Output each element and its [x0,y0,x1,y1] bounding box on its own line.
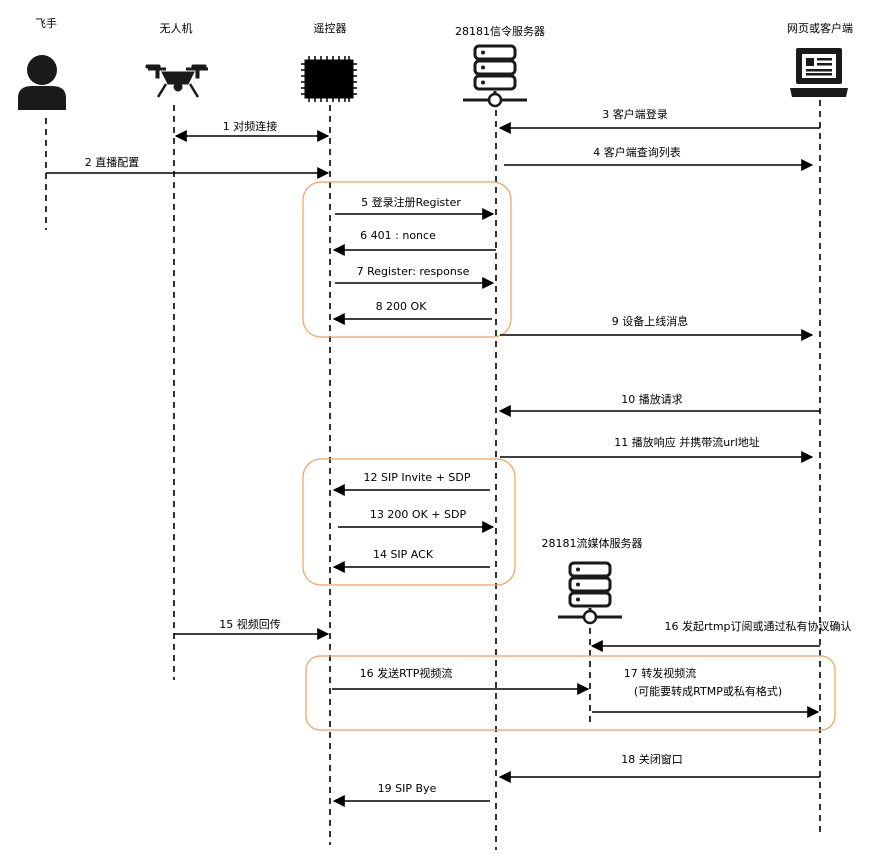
actor-label-client: 网页或客户端 [787,21,853,35]
message-label-13: 13 200 OK + SDP [370,508,467,521]
message-label-7: 7 Register: response [357,265,470,278]
message-label-17: 17 转发视频流 [624,666,697,680]
actor-label-drone: 无人机 [160,21,193,35]
message-label-17-note: (可能要转成RTMP或私有格式) [634,684,782,698]
person-icon [18,55,66,110]
message-label-12: 12 SIP Invite + SDP [363,471,470,484]
register-group [302,181,512,338]
messages [46,122,820,807]
message-label-6: 6 401 : nonce [360,229,436,242]
message-label-9: 9 设备上线消息 [612,314,689,328]
message-label-5: 5 登录注册Register [361,195,461,209]
message-label-8: 8 200 OK [376,300,428,313]
message-label-3: 3 客户端登录 [602,107,668,121]
actor-label-media: 28181流媒体服务器 [542,536,643,550]
actor-label-remote: 遥控器 [314,21,347,35]
message-labels: 1 对频连接 2 直播配置 3 客户端登录 4 客户端查询列表 5 登录注册Re… [85,107,852,795]
server-icon [463,44,527,108]
actor-label-pilot: 飞手 [35,16,57,30]
stream-group [305,655,836,731]
server-icon [558,561,622,625]
message-label-11: 11 播放响应 并携带流url地址 [614,435,760,449]
message-label-16b: 16 发送RTP视频流 [360,666,453,680]
computer-icon [790,48,848,97]
message-label-19: 19 SIP Bye [378,782,437,795]
message-label-16a: 16 发起rtmp订阅或通过私有协议确认 [664,619,851,633]
message-label-18: 18 关闭窗口 [621,752,683,766]
message-label-10: 10 播放请求 [621,392,683,406]
message-label-4: 4 客户端查询列表 [593,145,681,159]
drone-icon [145,64,208,98]
lifelines [45,100,821,850]
actor-labels: 飞手 无人机 遥控器 28181信令服务器 28181流媒体服务器 网页或客户端 [35,16,853,550]
actor-label-sip: 28181信令服务器 [455,24,545,38]
message-label-1: 1 对频连接 [223,119,278,133]
group-boxes [302,181,836,731]
invite-group [302,458,516,586]
message-label-2: 2 直播配置 [85,155,140,169]
message-label-14: 14 SIP ACK [373,548,434,561]
message-label-15: 15 视频回传 [219,617,281,631]
chip-icon [301,56,357,102]
